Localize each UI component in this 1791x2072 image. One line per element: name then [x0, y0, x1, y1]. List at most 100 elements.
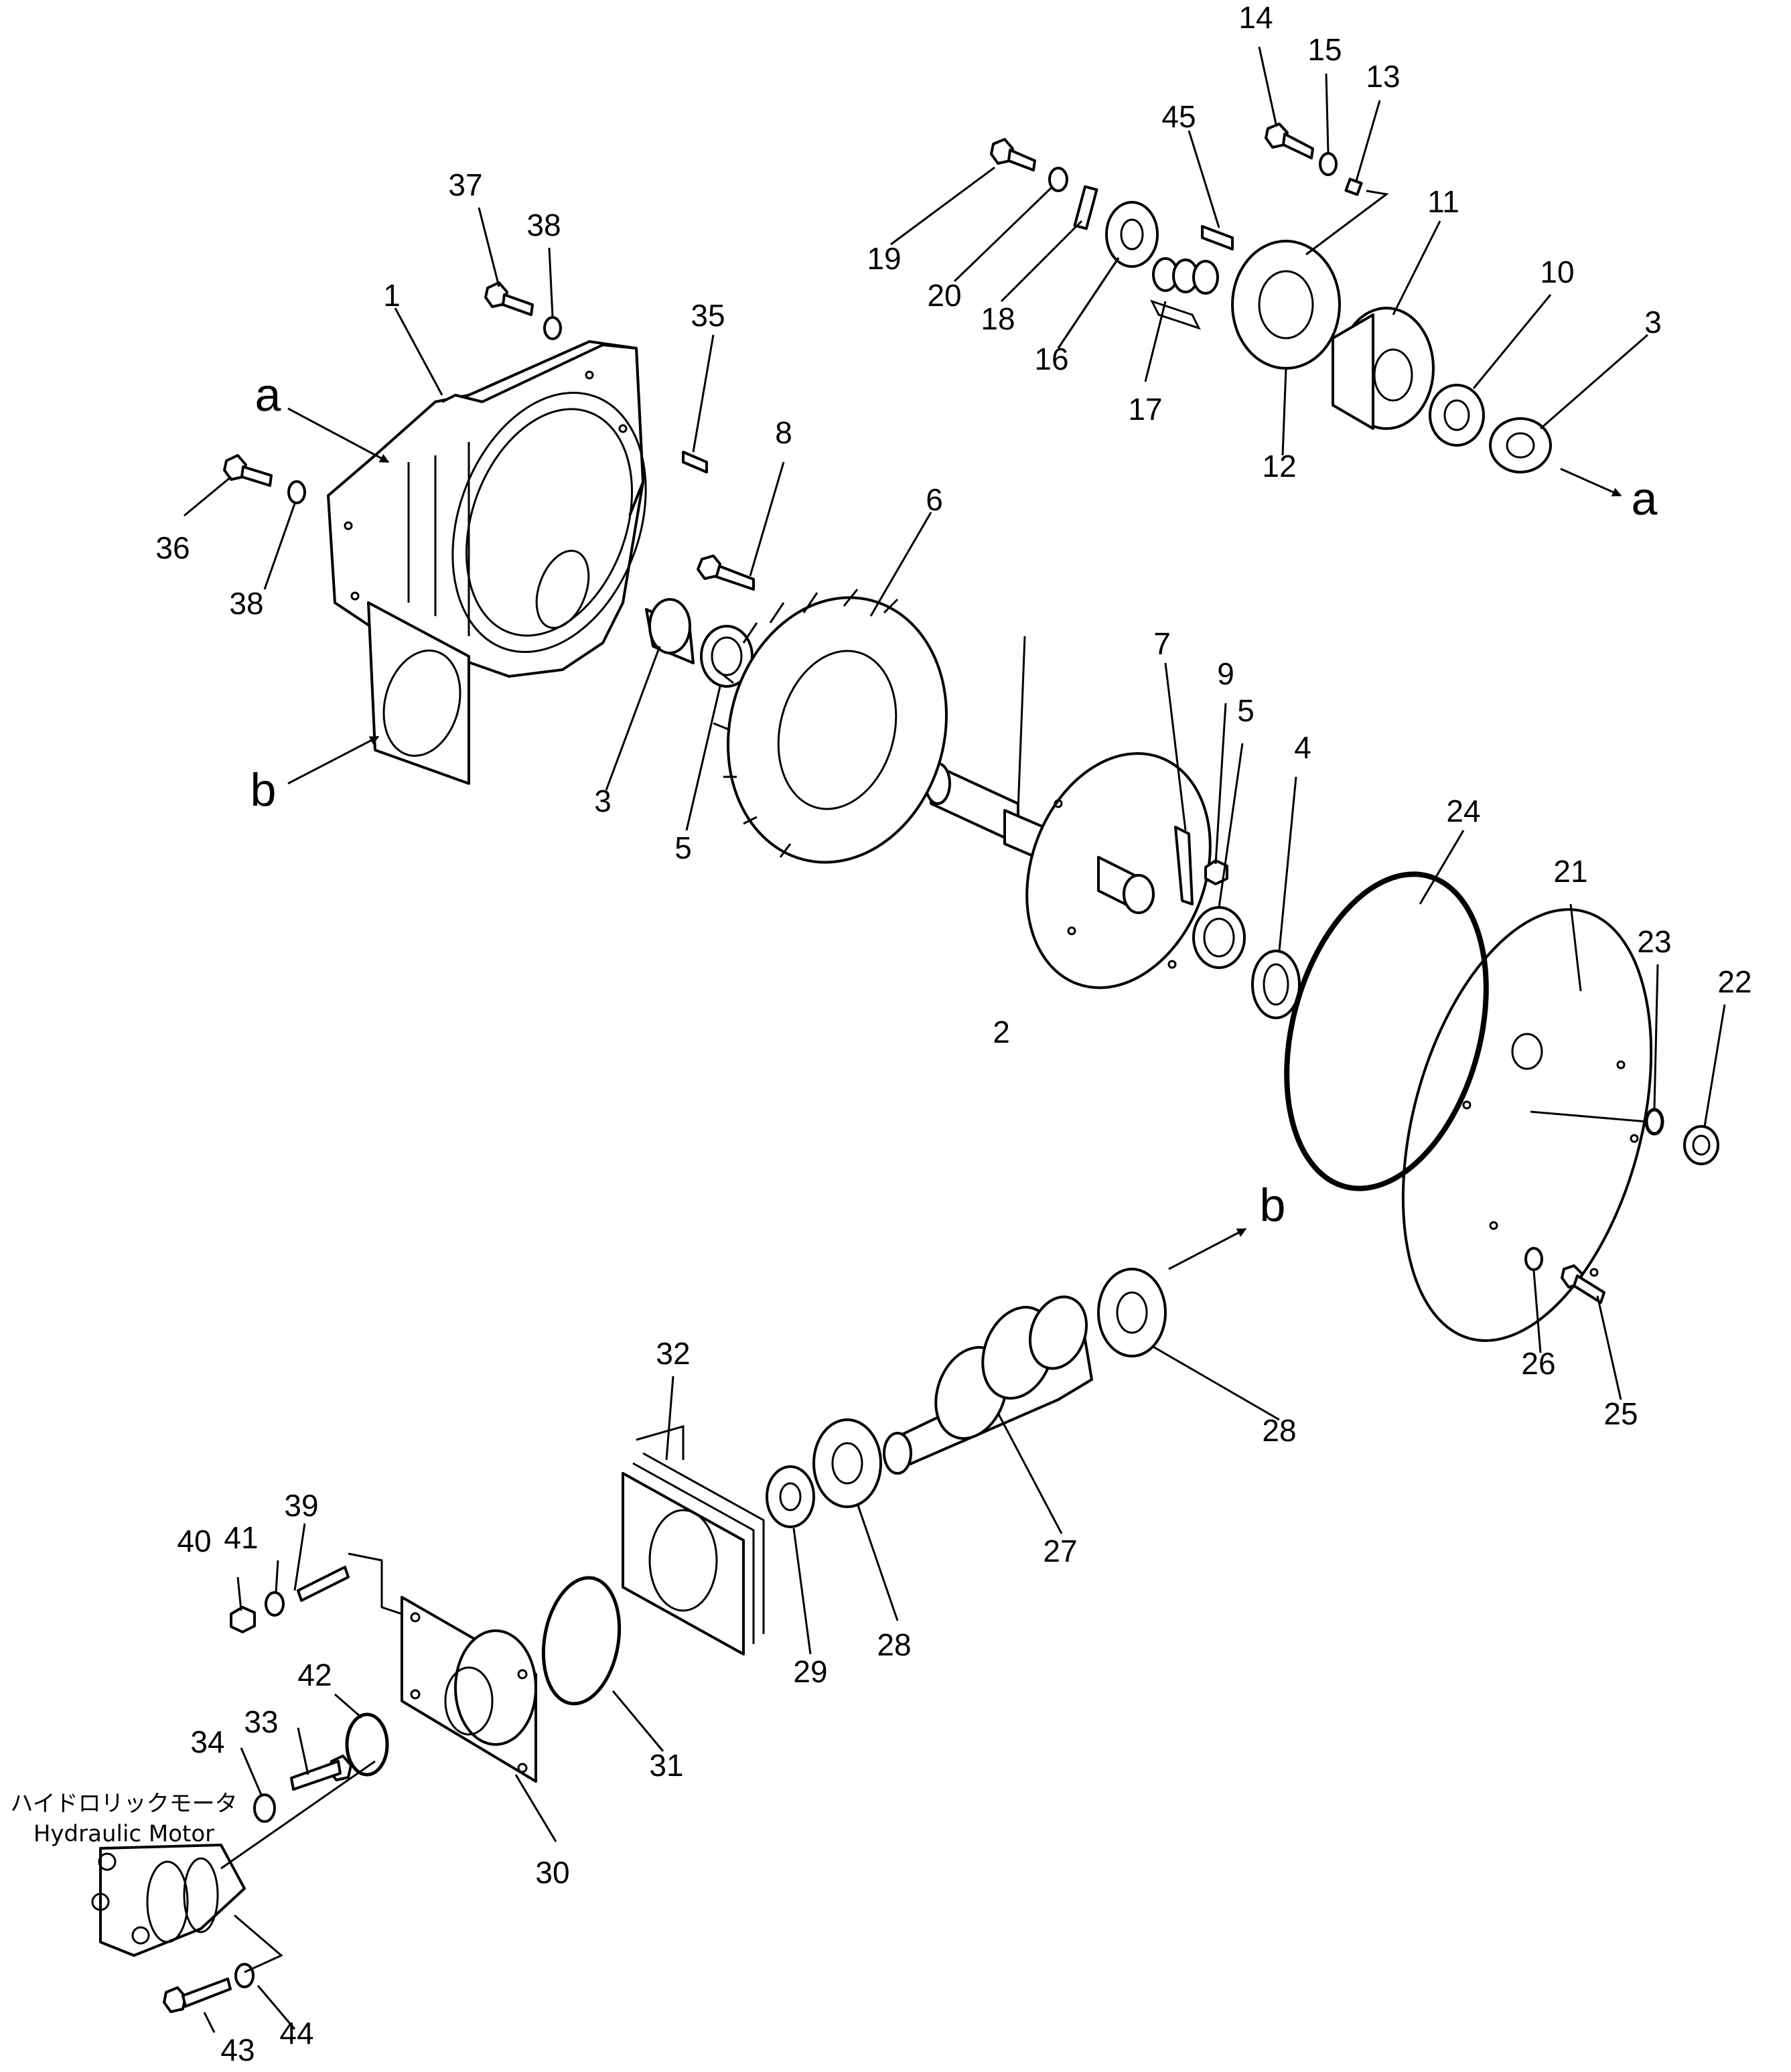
callout-1: 1	[383, 278, 401, 313]
callout-31: 31	[649, 1748, 683, 1783]
part-14-bolt	[1265, 123, 1314, 159]
callout-22: 22	[1717, 964, 1751, 999]
callout-44: 44	[279, 2016, 313, 2051]
callout-10: 10	[1540, 254, 1574, 289]
callout-3-upper: 3	[1644, 305, 1662, 340]
callout-7: 7	[1153, 626, 1171, 661]
part-5-washer-lower	[1192, 906, 1246, 969]
part-3-bushing-lower	[645, 598, 695, 664]
part-34-washer	[253, 1793, 276, 1823]
part-2-shaft	[924, 752, 1212, 989]
callout-24: 24	[1446, 794, 1480, 828]
callout-15: 15	[1307, 32, 1342, 67]
part-30-flange	[401, 1596, 537, 1783]
callout-2: 2	[993, 1015, 1010, 1049]
callout-36: 36	[155, 530, 190, 565]
callout-11: 11	[1427, 184, 1459, 219]
part-5-washer-upper	[700, 625, 754, 688]
part-31-o-ring	[541, 1576, 622, 1706]
part-22-plug	[1683, 1125, 1719, 1165]
part-37-bolt	[484, 281, 534, 316]
part-40-nut	[230, 1606, 256, 1633]
part-29-bushing	[766, 1465, 815, 1528]
callout-38-upper: 38	[526, 208, 561, 242]
callout-28-upper: 28	[1262, 1413, 1296, 1448]
callout-28-lower: 28	[877, 1627, 911, 1662]
hydraulic-motor-label: ハイドロリックモータ Hydraulic Motor	[10, 1791, 237, 1848]
part-3-coupling-upper	[1489, 417, 1552, 473]
callout-43: 43	[220, 2032, 255, 2067]
part-42-o-ring	[345, 1712, 389, 1777]
callout-14: 14	[1238, 0, 1273, 35]
callout-29: 29	[793, 1654, 827, 1689]
callout-6: 6	[926, 482, 943, 517]
callout-5-upper: 5	[1237, 693, 1255, 728]
part-38-washer-upper	[543, 316, 562, 340]
callout-19: 19	[867, 241, 901, 276]
callout-26: 26	[1521, 1346, 1555, 1381]
leader-lines	[184, 46, 1726, 2033]
motor-label-english: Hydraulic Motor	[33, 1821, 214, 1848]
ref-b-left: b	[250, 763, 277, 816]
callout-27: 27	[1043, 1534, 1077, 1568]
callout-30: 30	[535, 1855, 569, 1890]
part-16-bearing	[1105, 201, 1159, 268]
callout-18: 18	[981, 301, 1015, 336]
part-27-camshaft	[883, 1295, 1093, 1475]
callout-labels: 1 2 3 3 4 5 5 6 7 8 9 10 11 12 13 14 15 …	[155, 0, 1751, 2067]
part-20-washer	[1048, 167, 1068, 192]
part-41-washer	[265, 1591, 285, 1617]
callout-39: 39	[284, 1488, 318, 1523]
part-38-washer-lower	[287, 480, 306, 504]
reference-arrows	[287, 407, 1622, 1270]
callout-8: 8	[775, 415, 792, 450]
part-35-dowel-pin	[682, 451, 708, 473]
part-21-cover	[1401, 908, 1653, 1342]
callout-35: 35	[691, 298, 725, 333]
callout-32: 32	[656, 1336, 690, 1371]
callout-33: 33	[244, 1704, 278, 1739]
part-12-ring-gear	[1231, 240, 1341, 370]
part-45-pin	[1201, 225, 1234, 250]
hydraulic-motor	[91, 1844, 246, 1957]
callout-17: 17	[1128, 392, 1162, 427]
callout-40: 40	[177, 1524, 211, 1558]
part-6-gear	[713, 589, 948, 864]
part-4-bushing	[1251, 950, 1301, 1019]
callout-12: 12	[1262, 449, 1296, 484]
part-28-bearing-upper	[1097, 1268, 1167, 1357]
part-33-bolt	[290, 1755, 352, 1791]
part-18-plate	[1073, 185, 1098, 230]
part-17-pins	[1150, 257, 1219, 330]
callout-23: 23	[1637, 924, 1671, 959]
part-28-bearing-lower	[812, 1418, 882, 1508]
callout-4: 4	[1294, 730, 1311, 765]
callout-5-lower: 5	[674, 830, 692, 865]
part-36-bolt	[223, 454, 273, 487]
callout-9: 9	[1217, 656, 1234, 691]
callout-34: 34	[190, 1724, 224, 1759]
callout-20: 20	[927, 278, 961, 313]
reference-letters: a a b b	[250, 368, 1658, 1231]
ref-a-left: a	[255, 368, 281, 421]
callout-37: 37	[448, 167, 482, 202]
ref-b-right: b	[1260, 1179, 1286, 1231]
motor-label-japanese: ハイドロリックモータ	[10, 1791, 237, 1818]
part-24-o-ring	[1284, 871, 1489, 1191]
part-8-bolt	[697, 554, 755, 591]
part-26-washer	[1524, 1247, 1543, 1271]
callout-38-lower: 38	[229, 586, 263, 621]
ref-a-right: a	[1632, 472, 1658, 524]
callout-3-lower: 3	[594, 784, 612, 818]
part-25-bolt	[1561, 1264, 1605, 1304]
callout-41: 41	[224, 1520, 258, 1555]
callout-42: 42	[297, 1657, 332, 1692]
part-13-clip	[1344, 177, 1363, 196]
callout-21: 21	[1553, 854, 1587, 889]
part-10-bearing	[1429, 384, 1485, 447]
part-32-shims	[622, 1425, 765, 1655]
callout-45: 45	[1161, 99, 1196, 134]
part-43-bolt	[163, 1978, 232, 2013]
part-1-housing	[327, 340, 647, 785]
